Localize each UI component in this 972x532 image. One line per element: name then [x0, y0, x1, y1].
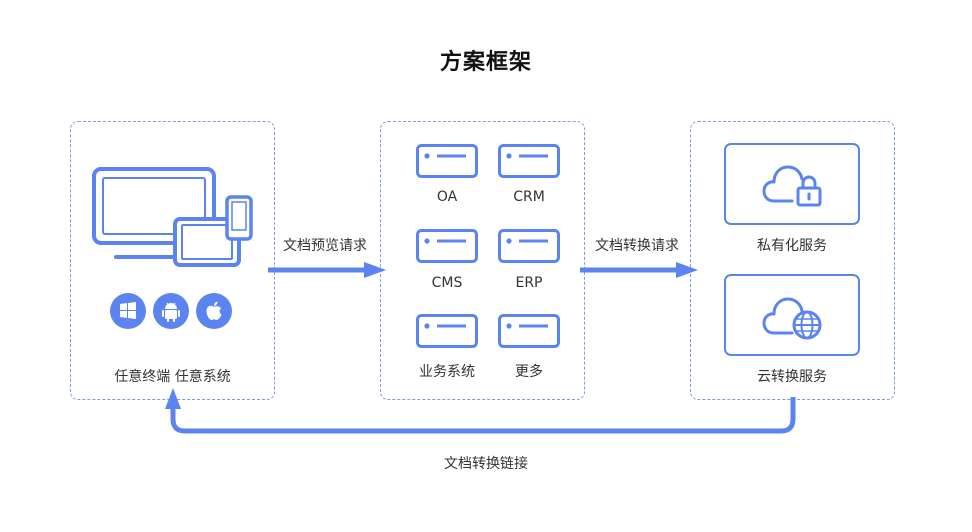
convert-request-label: 文档转换请求 [595, 238, 679, 254]
system-label-erp: ERP [515, 275, 543, 291]
private-service-box [724, 143, 860, 225]
android-icon [153, 293, 189, 329]
server-icon [416, 144, 478, 178]
cloud-lock-icon [762, 165, 822, 207]
server-icon [498, 229, 560, 263]
windows-icon [110, 293, 146, 329]
server-icon [416, 314, 478, 348]
phone-icon [225, 195, 253, 241]
system-label-more: 更多 [515, 364, 543, 380]
cloud-service-label: 云转换服务 [757, 369, 827, 385]
private-service-label: 私有化服务 [757, 238, 827, 254]
arrow-right-icon [580, 262, 698, 278]
system-label-crm: CRM [513, 189, 545, 205]
tablet-icon [173, 217, 241, 267]
business-systems-panel [380, 121, 585, 400]
convert-link-label: 文档转换链接 [444, 456, 528, 472]
cloud-service-box [724, 274, 860, 356]
cloud-globe-icon [762, 297, 822, 340]
server-icon [416, 229, 478, 263]
system-label-business: 业务系统 [419, 364, 475, 380]
return-arrow-icon [165, 388, 796, 434]
system-label-cms: CMS [431, 275, 463, 291]
server-icon [498, 314, 560, 348]
arrow-right-icon [268, 262, 386, 278]
client-label: 任意终端 任意系统 [114, 369, 231, 385]
apple-icon [196, 293, 232, 329]
diagram-title: 方案框架 [439, 50, 532, 75]
server-icon [498, 144, 560, 178]
preview-request-label: 文档预览请求 [283, 238, 367, 254]
system-label-oa: OA [436, 189, 458, 205]
